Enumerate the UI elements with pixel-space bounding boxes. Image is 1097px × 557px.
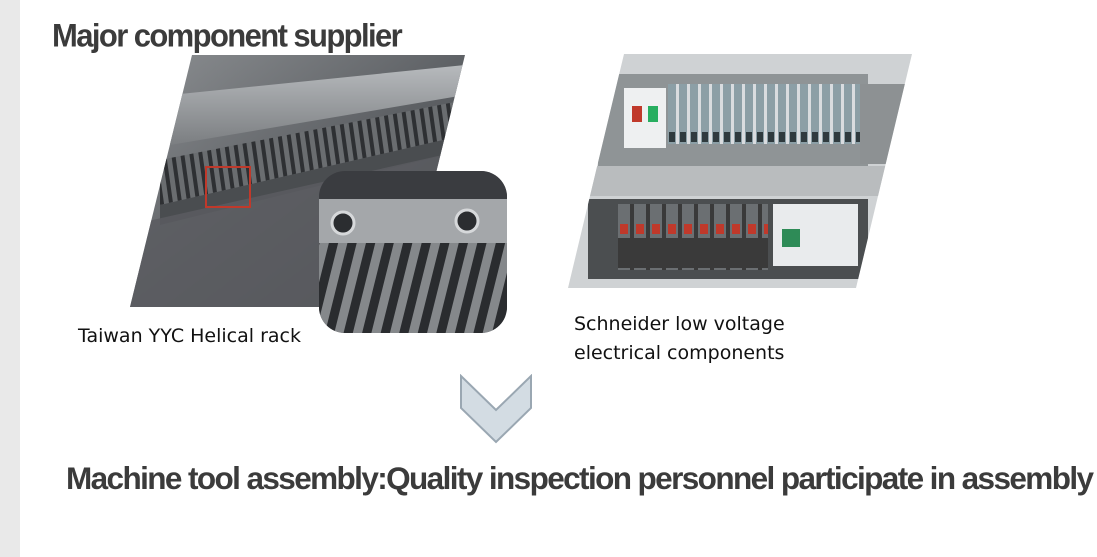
right-caption-line1: Schneider low voltage bbox=[574, 313, 785, 335]
rack-highlight-box bbox=[205, 166, 251, 208]
right-caption-line2: electrical components bbox=[574, 342, 785, 364]
chevron-down-icon bbox=[460, 374, 532, 444]
slide-left-edge bbox=[0, 0, 20, 557]
rack-closeup-photo bbox=[319, 171, 507, 333]
left-caption: Taiwan YYC Helical rack bbox=[78, 325, 301, 347]
electrical-cabinet-photo bbox=[568, 54, 912, 288]
slide-title: Major component supplier bbox=[52, 17, 403, 54]
assembly-heading: Machine tool assembly:Quality inspection… bbox=[66, 460, 1094, 496]
